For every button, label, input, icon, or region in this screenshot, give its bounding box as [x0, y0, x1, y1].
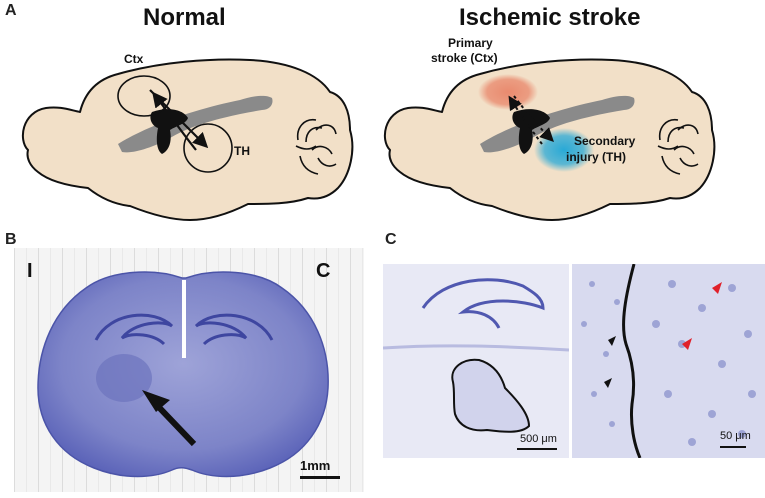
normal-brain: [21, 58, 354, 221]
label-secondary-line1: Secondary: [574, 134, 636, 148]
scale-bar-c-left: [517, 448, 557, 450]
black-arrowhead-upper: [608, 336, 616, 346]
primary-stroke-area: [478, 74, 538, 110]
label-primary-line2: stroke (Ctx): [431, 51, 498, 65]
c-cortex-band: [383, 344, 569, 352]
label-th: TH: [234, 144, 250, 158]
left-hippocampus: [94, 313, 174, 346]
panel-a-letter: A: [5, 2, 17, 19]
normal-ventricle: [118, 95, 273, 153]
stroke-cerebellum: [657, 118, 699, 175]
scale-label-b: 1mm: [300, 458, 331, 473]
scale-bar-b: [300, 476, 340, 479]
panel-b-letter: B: [5, 231, 17, 248]
stroke-brain: [383, 58, 716, 221]
normal-thalamus-black: [150, 109, 188, 154]
hemisphere-ipsilateral-label: I: [27, 260, 33, 282]
label-primary-line1: Primary: [448, 36, 493, 50]
hemisphere-contralateral-label: C: [316, 260, 331, 282]
panel-c-high-magnification: [572, 264, 765, 458]
lesion-region: [96, 354, 152, 402]
normal-cerebellum: [295, 118, 337, 175]
panel-a-diagram: [21, 58, 716, 221]
panel-c-low-magnification: [383, 264, 569, 458]
panel-c-letter: C: [385, 231, 397, 248]
lesion-arrowhead: [142, 390, 170, 412]
normal-title: Normal: [143, 4, 226, 31]
arrow-th-to-ctx: [152, 91, 197, 151]
scale-label-c-right: 50 μm: [720, 430, 751, 442]
label-ctx: Ctx: [124, 52, 144, 66]
right-hippocampus: [194, 313, 274, 346]
stroke-ventricle: [480, 95, 635, 153]
infarct-outline: [451, 358, 531, 433]
scale-label-c-left: 500 μm: [520, 433, 557, 445]
c-left-hippocampus: [421, 278, 545, 329]
th-circle: [183, 123, 233, 173]
red-arrowhead-upper: [712, 282, 722, 294]
stroke-thalamus-black: [512, 109, 550, 154]
black-arrowhead-lower: [604, 378, 612, 388]
ischemic-title: Ischemic stroke: [459, 4, 641, 31]
boundary-line: [622, 264, 642, 458]
panel-b-coronal-section: [14, 248, 364, 492]
ctx-circle: [117, 75, 171, 117]
label-secondary-line2: injury (TH): [566, 150, 626, 164]
red-arrowhead-lower: [682, 338, 692, 350]
scale-bar-c-right: [720, 446, 746, 448]
